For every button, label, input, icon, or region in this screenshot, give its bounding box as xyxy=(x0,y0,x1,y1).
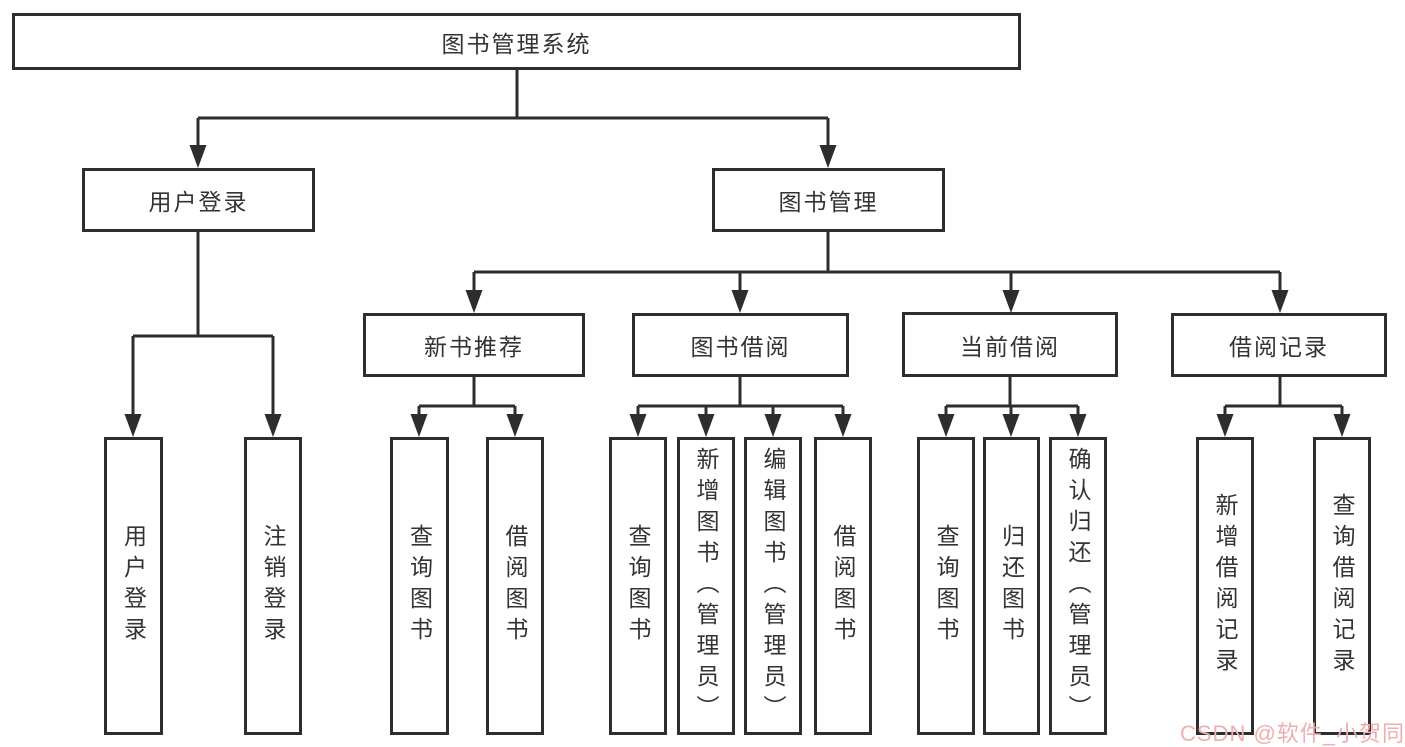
connector-bookborrow-to-leaves xyxy=(636,377,845,414)
leaf-query-books-recommend: 查询图书 xyxy=(390,437,449,735)
node-root: 图书管理系统 xyxy=(12,13,1021,70)
leaf-add-borrow-record: 新增借阅记录 xyxy=(1196,437,1254,735)
node-book-management: 图书管理 xyxy=(712,168,945,232)
connector-bookmgmt-to-level3 xyxy=(472,232,1282,290)
node-user-login: 用户登录 xyxy=(82,168,315,232)
leaf-user-login: 用户登录 xyxy=(104,437,163,735)
node-book-borrow: 图书借阅 xyxy=(632,313,849,377)
leaf-return-books: 归还图书 xyxy=(983,437,1040,735)
connector-newbook-to-leaves xyxy=(417,377,517,414)
node-current-borrow: 当前借阅 xyxy=(902,312,1118,377)
connector-userlogin-to-leaves xyxy=(131,232,275,414)
connector-borrowrecord-to-leaves xyxy=(1223,377,1344,414)
leaf-borrow-books: 借阅图书 xyxy=(814,437,872,735)
leaf-query-borrow-record: 查询借阅记录 xyxy=(1313,437,1371,735)
connector-currentborrow-to-leaves xyxy=(944,377,1080,414)
csdn-watermark: CSDN @软件_小贺同学 xyxy=(1180,721,1405,746)
leaf-query-books-current: 查询图书 xyxy=(917,437,975,735)
node-new-book-recommend: 新书推荐 xyxy=(363,313,585,377)
leaf-logout-login: 注销登录 xyxy=(244,437,302,735)
node-borrow-record: 借阅记录 xyxy=(1171,313,1387,377)
leaf-edit-books-admin: 编辑图书（管理员） xyxy=(744,437,802,735)
connector-root-to-level2 xyxy=(196,70,830,145)
leaf-borrow-books-recommend: 借阅图书 xyxy=(486,437,544,735)
leaf-confirm-return-admin: 确认归还（管理员） xyxy=(1049,437,1107,735)
leaf-add-books-admin: 新增图书（管理员） xyxy=(677,437,735,735)
leaf-query-books-borrow: 查询图书 xyxy=(609,437,667,735)
